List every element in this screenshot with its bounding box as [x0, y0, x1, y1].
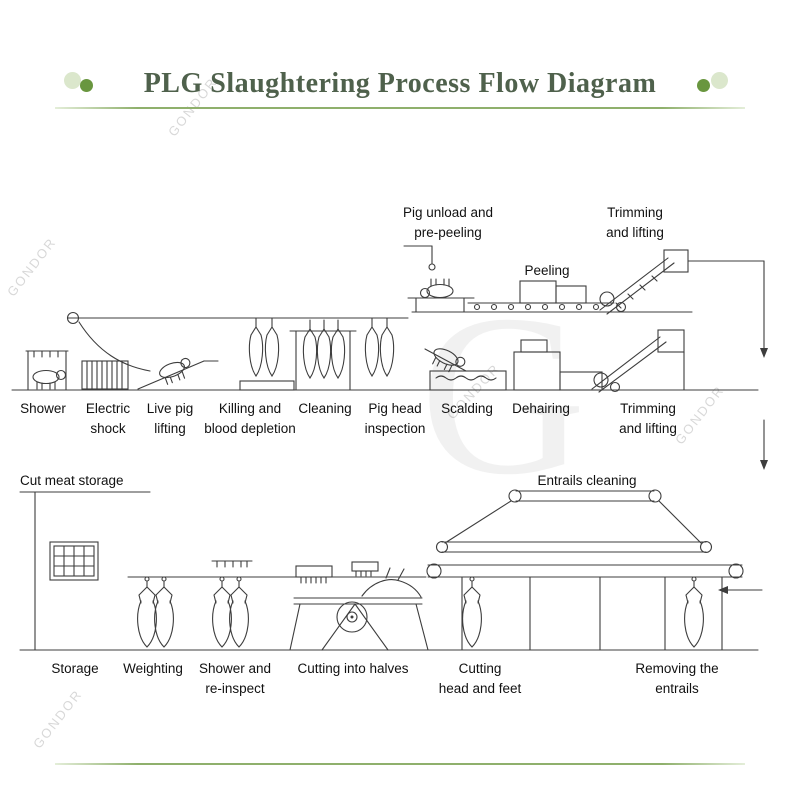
dehairing-drawing	[513, 339, 603, 391]
label-cleaning: Cleaning	[298, 401, 352, 416]
overhead-rail-bottom	[19, 576, 759, 651]
label-trimming-lifting-bottom: Trimming and lifting	[619, 401, 677, 436]
flow-arrow-bottom-left	[718, 586, 763, 594]
label-pig-head-inspection: Pig head inspection	[364, 401, 426, 436]
label-shower-reinspect: Shower and re-inspect	[198, 661, 272, 696]
label-scalding: Scalding	[441, 401, 493, 416]
label-live-pig-lifting: Live pig lifting	[146, 401, 194, 436]
label-electric-shock: Electric shock	[85, 401, 131, 436]
electric-shock-drawing	[81, 360, 129, 390]
leaf-dot-icon	[711, 72, 728, 89]
cut-meat-storage-drawing	[19, 491, 151, 651]
pig-unload-pre-peeling-drawing	[403, 245, 475, 313]
scalding-drawing	[424, 344, 507, 391]
shower-reinspect-drawing	[211, 560, 253, 648]
flow-arrow-down-right	[687, 260, 768, 470]
cutting-halves-drawing	[289, 561, 429, 651]
label-pig-unload-pre-peeling: Pig unload and pre-peeling	[402, 205, 494, 240]
shower-station-drawing	[25, 350, 69, 391]
top-divider	[55, 107, 745, 109]
label-shower: Shower	[20, 401, 66, 416]
trimming-lifting-upper-drawing	[599, 249, 689, 315]
label-cutting-head-feet: Cutting head and feet	[438, 661, 522, 696]
killing-blood-depletion-drawing	[239, 317, 295, 391]
leaf-dot-icon	[64, 72, 81, 89]
peeling-drawing	[411, 280, 693, 313]
leaf-dot-icon	[80, 79, 93, 92]
label-cutting-into-halves: Cutting into halves	[297, 661, 409, 676]
trimming-lifting-lower-drawing	[591, 329, 685, 393]
removing-entrails-drawing	[684, 576, 704, 648]
label-storage: Storage	[51, 661, 99, 676]
live-pig-lifting-drawing	[137, 356, 219, 390]
weighting-drawing	[137, 576, 174, 648]
leaf-dot-icon	[697, 79, 710, 92]
label-weighting: Weighting	[123, 661, 183, 676]
label-removing-entrails: Removing the entrails	[635, 661, 719, 696]
label-entrails-cleaning: Entrails cleaning	[537, 473, 637, 488]
label-killing-blood-depletion: Killing and blood depletion	[204, 401, 296, 436]
cleaning-drawing	[289, 319, 357, 391]
label-peeling: Peeling	[524, 263, 570, 278]
label-cut-meat-storage: Cut meat storage	[20, 473, 124, 488]
bottom-divider	[55, 763, 745, 765]
page-title: PLG Slaughtering Process Flow Diagram	[143, 68, 657, 99]
cutting-head-feet-drawing	[462, 576, 482, 648]
entrails-cleaning-drawing	[426, 489, 744, 651]
overhead-rail-top	[11, 311, 759, 391]
label-trimming-lifting-top: Trimming and lifting	[606, 205, 664, 240]
pig-head-inspection-drawing	[364, 317, 395, 377]
label-dehairing: Dehairing	[512, 401, 570, 416]
